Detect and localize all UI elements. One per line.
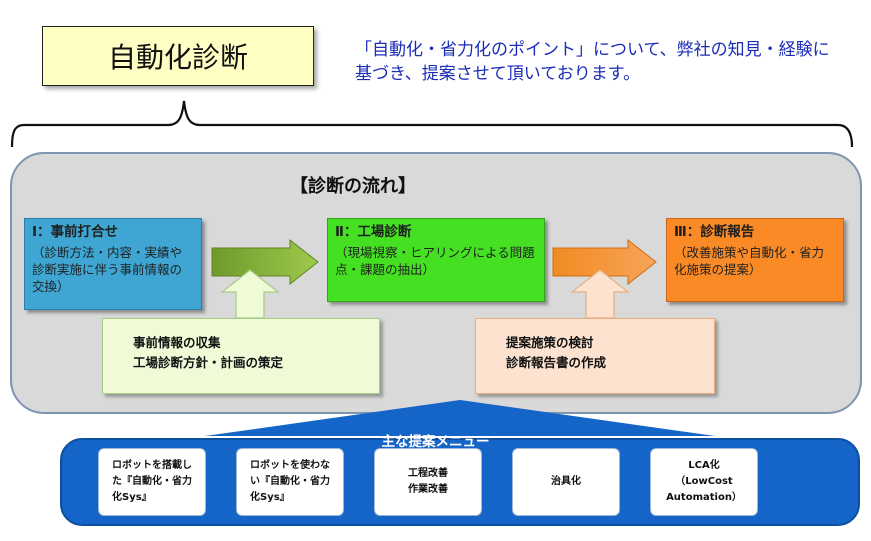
up-arrow-orange — [570, 269, 630, 319]
menu-title: 主な提案メニュー — [381, 434, 490, 450]
arrow-step1-to-step2 — [211, 238, 319, 286]
step-3-heading: Ⅲ：診断報告 — [674, 224, 755, 240]
intro-text: 「自動化・省力化のポイント」について、弊社の知見・経験に基づき、提案させて頂いて… — [355, 40, 830, 84]
step-3-text: （改善施策や自動化・省力化施策の提案） — [674, 245, 825, 277]
menu-item-1-line-1: ロボットを搭載し — [112, 460, 192, 471]
step-diagnosis-report: Ⅲ：診断報告 （改善施策や自動化・省力化施策の提案） — [666, 218, 844, 302]
page-title: 自動化診断 — [107, 41, 248, 74]
step-1-text: （診断方法・内容・実績や診断実施に伴う事前情報の交換） — [32, 245, 183, 294]
step-1-heading: Ⅰ：事前打合せ — [32, 224, 119, 240]
menu-item-2-line-3: 化Sys』 — [250, 492, 290, 503]
arrow-step2-to-step3 — [552, 238, 657, 286]
note-1-line-2: 工場診断方針・計画の策定 — [133, 355, 284, 370]
menu-item-jig: 治具化 — [512, 448, 620, 516]
note-reporting: 提案施策の検討 診断報告書の作成 — [475, 318, 715, 394]
menu-item-2-line-2: い『自動化・省力 — [250, 476, 330, 487]
menu-item-non-robot-system: ロボットを使わな い『自動化・省力 化Sys』 — [236, 448, 344, 516]
note-2-line-1: 提案施策の検討 — [506, 335, 594, 350]
step-2-heading: Ⅱ：工場診断 — [335, 224, 412, 240]
menu-item-robot-system: ロボットを搭載し た『自動化・省力 化Sys』 — [98, 448, 206, 516]
title-box: 自動化診断 — [42, 26, 314, 86]
up-arrow-green — [220, 269, 280, 319]
brace-shape — [10, 100, 854, 148]
menu-item-5-line-3: Automation） — [666, 492, 742, 503]
menu-item-1-line-3: 化Sys』 — [112, 492, 152, 503]
menu-item-4-line-1: 治具化 — [551, 476, 581, 487]
menu-triangle — [205, 400, 715, 436]
menu-item-5-line-1: LCA化 — [688, 460, 720, 471]
note-preparation: 事前情報の収集 工場診断方針・計画の策定 — [102, 318, 380, 394]
menu-item-process-improvement: 工程改善 作業改善 — [374, 448, 482, 516]
flow-title: 【診断の流れ】 — [290, 176, 416, 197]
step-factory-diagnosis: Ⅱ：工場診断 （現場視察・ヒアリングによる問題点・課題の抽出） — [327, 218, 545, 302]
menu-item-3-line-1: 工程改善 — [408, 468, 448, 479]
menu-item-5-line-2: （LowCost — [675, 476, 733, 487]
menu-item-2-line-1: ロボットを使わな — [250, 460, 330, 471]
step-prior-meeting: Ⅰ：事前打合せ （診断方法・内容・実績や診断実施に伴う事前情報の交換） — [24, 218, 202, 310]
menu-item-lca: LCA化 （LowCost Automation） — [650, 448, 758, 516]
menu-item-3-line-2: 作業改善 — [408, 484, 448, 495]
note-2-line-2: 診断報告書の作成 — [506, 355, 607, 370]
menu-item-1-line-2: た『自動化・省力 — [112, 476, 192, 487]
note-1-line-1: 事前情報の収集 — [133, 335, 221, 350]
step-2-text: （現場視察・ヒアリングによる問題点・課題の抽出） — [335, 245, 535, 277]
